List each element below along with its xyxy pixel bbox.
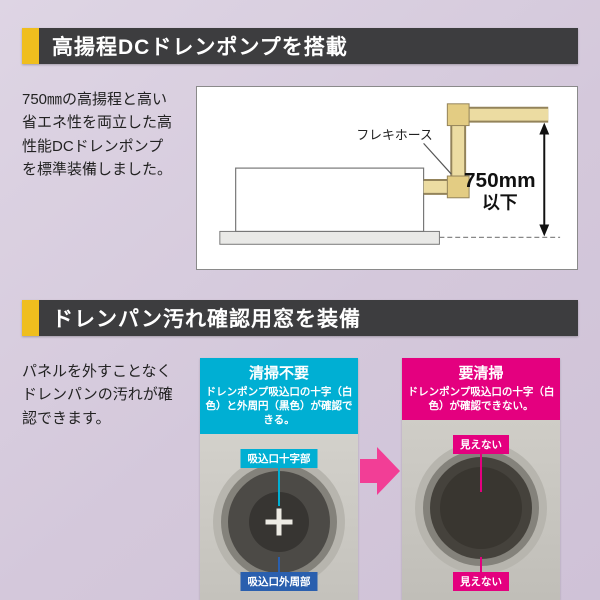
label-not-visible-bottom: 見えない [453,572,509,591]
pointer-line-bottom [480,557,482,572]
dirty-drain-photo: 見えない 見えない [402,419,560,600]
pointer-line-top [480,453,482,492]
window-section-title: ドレンパン汚れ確認用窓を装備 [52,308,362,331]
label-not-visible-top: 見えない [453,434,509,454]
dirty-panel-description: ドレンポンプ吸込口の十字（白色）が確認できない。 [402,384,560,420]
ceiling-panel [219,230,440,245]
hose-label: フレキホース [356,127,432,142]
hose-leader-line [423,142,452,175]
pointer-line-outer [278,557,280,572]
pump-diagram-svg: フレキホース 750mm 以下 [219,103,561,245]
clean-panel: 清掃不要 ドレンポンプ吸込口の十字（白色）と外周円（黒色）が確認できる。 吸込口… [200,358,358,600]
dirty-panel-title: 要清掃 [402,358,560,384]
section-header-pump: 高揚程DCドレンポンプを搭載 [22,28,578,64]
pointer-line-cross [278,467,280,506]
pump-diagram: フレキホース 750mm 以下 [196,86,578,270]
height-arrow-head-top [539,122,550,135]
pipe-elbow-top [446,103,470,127]
right-arrow-icon [360,447,400,495]
pipe-elbow-bottom [446,175,470,199]
label-inlet-outer: 吸込口外周部 [240,572,318,591]
pump-description: 750㎜の高揚程と高い省エネ性を両立した高性能DCドレンポンプを標準装備しました… [22,91,173,178]
pump-section-title: 高揚程DCドレンポンプを搭載 [52,36,348,59]
clean-panel-title: 清掃不要 [200,358,358,384]
right-arrow-head [377,447,400,495]
inlet-cross-icon [265,519,293,525]
window-description: パネルを外すことなくドレンパンの汚れが確認できます。 [22,363,173,427]
clean-drain-photo: 吸込口十字部 吸込口外周部 [200,433,358,600]
label-inlet-cross: 吸込口十字部 [240,448,318,468]
header-accent-square [22,300,39,336]
height-arrow-head-bottom [539,224,550,237]
drain-pipe [423,108,549,193]
header-accent-square [22,28,39,64]
section-header-window: ドレンパン汚れ確認用窓を装備 [22,300,578,336]
height-value: 750mm [464,169,536,192]
indoor-unit [235,167,425,233]
height-suffix: 以下 [482,193,518,213]
right-arrow-stem [360,459,377,483]
clean-panel-description: ドレンポンプ吸込口の十字（白色）と外周円（黒色）が確認できる。 [200,384,358,434]
dirty-panel: 要清掃 ドレンポンプ吸込口の十字（白色）が確認できない。 見えない 見えない [402,358,560,600]
